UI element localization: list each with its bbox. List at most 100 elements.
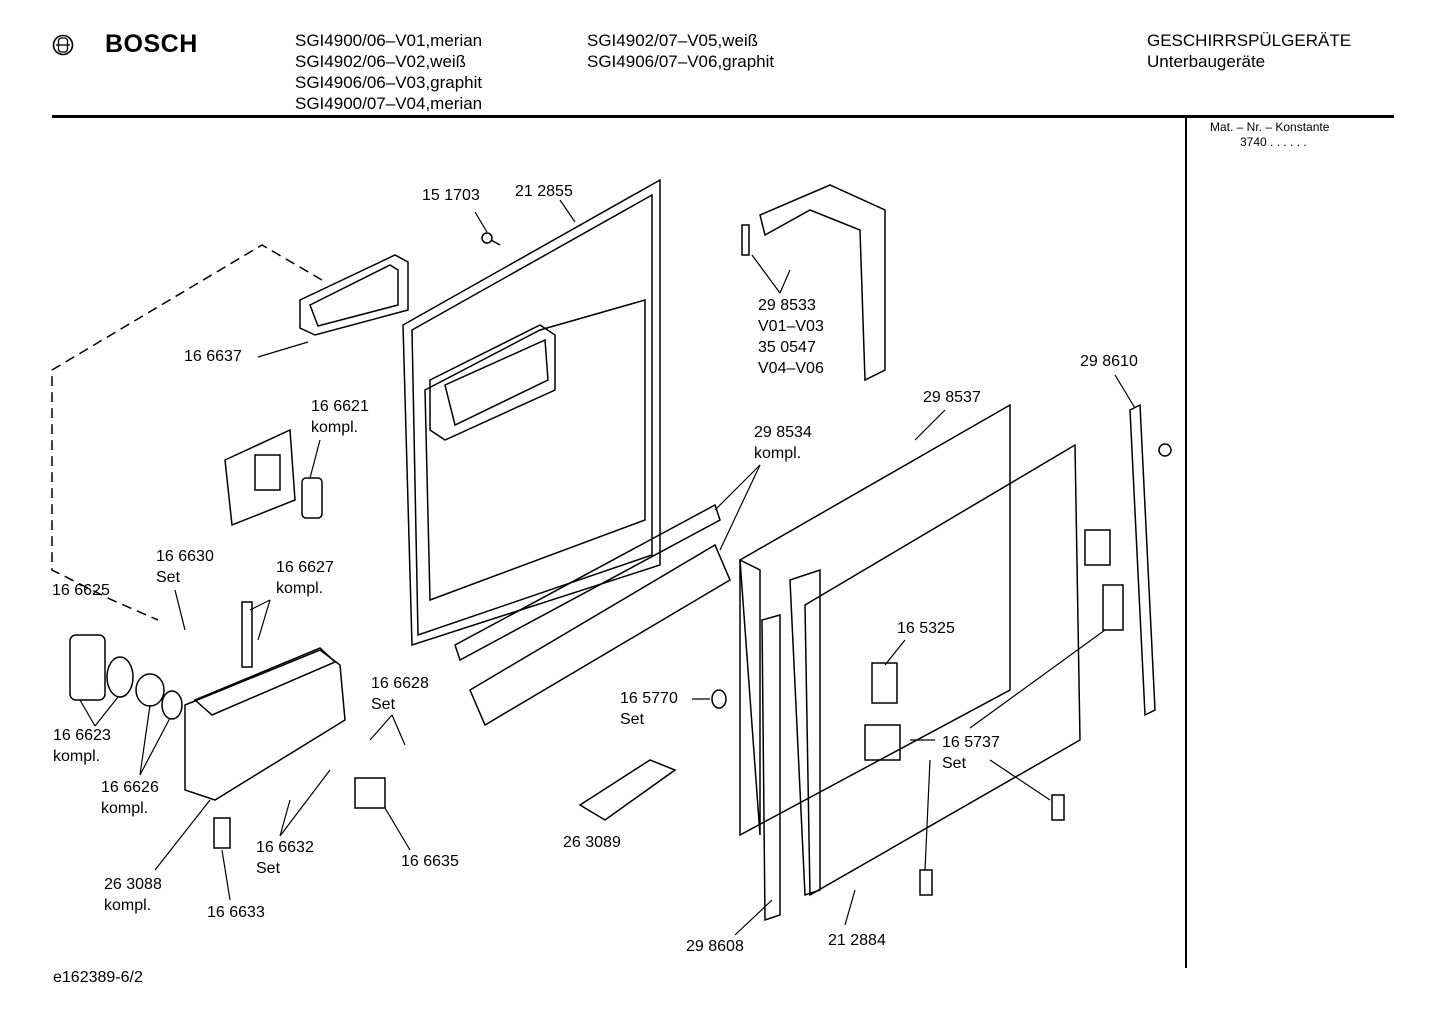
- note: kompl.: [754, 445, 802, 462]
- part-number: 29 8533: [758, 297, 816, 314]
- callout-166621: 16 6621 kompl.: [311, 396, 369, 438]
- callout-166633: 16 6633: [207, 902, 265, 923]
- header-divider: [52, 115, 1394, 118]
- control-module: [184, 649, 346, 801]
- callout-212884: 21 2884: [828, 930, 886, 951]
- variant: V01–V03: [758, 318, 824, 335]
- callout-298610: 29 8610: [1080, 351, 1138, 372]
- model-list-1: SGI4900/06–V01,merian SGI4902/06–V02,wei…: [295, 30, 482, 114]
- side-divider: [1185, 118, 1187, 968]
- part-number: 16 6625: [52, 582, 110, 599]
- cover-strip: [469, 543, 731, 727]
- part-number: 16 6637: [184, 348, 242, 365]
- callout-166627: 16 6627 kompl.: [276, 557, 334, 599]
- bosch-logo-icon: [52, 34, 74, 56]
- callout-298537: 29 8537: [923, 387, 981, 408]
- callout-151703: 15 1703: [422, 185, 480, 206]
- part-number: 35 0547: [758, 339, 816, 356]
- note: kompl.: [276, 580, 324, 597]
- hook-part: [1051, 794, 1065, 821]
- button-part: [711, 689, 727, 709]
- callout-166637: 16 6637: [184, 346, 242, 367]
- model: SGI4906/06–V03,graphit: [295, 73, 483, 92]
- part-number: 16 5770: [620, 690, 678, 707]
- lock-part: [864, 724, 901, 761]
- trim-strip: [454, 503, 721, 662]
- knob-housing: [69, 634, 106, 701]
- part-number: 21 2855: [515, 183, 573, 200]
- door-frame: [804, 443, 1081, 897]
- note: Set: [256, 860, 281, 877]
- model-list-2: SGI4902/07–V05,weiß SGI4906/07–V06,graph…: [587, 30, 774, 72]
- part-number: 16 5325: [897, 620, 955, 637]
- pin-part: [241, 601, 253, 668]
- side-strip-right: [1129, 403, 1156, 717]
- screw-part: [481, 232, 501, 246]
- assembly-dashed-line: [51, 244, 323, 621]
- part-number: 16 6626: [101, 779, 159, 796]
- callout-263089: 26 3089: [563, 832, 621, 853]
- bushing-part: [135, 673, 165, 707]
- callout-166623: 16 6623 kompl.: [53, 725, 111, 767]
- note: kompl.: [53, 748, 101, 765]
- clip-part: [1158, 443, 1172, 457]
- seal-part: [301, 477, 323, 519]
- callout-165325: 16 5325: [897, 618, 955, 639]
- note: kompl.: [101, 800, 149, 817]
- part-number: 26 3088: [104, 876, 162, 893]
- note: Set: [942, 755, 967, 772]
- part-number: 16 6623: [53, 727, 111, 744]
- latch-part: [871, 662, 898, 704]
- leader-lines: [79, 199, 1136, 936]
- callout-166635: 16 6635: [401, 851, 459, 872]
- hook-part: [919, 869, 933, 896]
- oring-part: [161, 690, 183, 720]
- note: Set: [620, 711, 645, 728]
- inner-door-panel: [402, 178, 661, 647]
- holder-part: [224, 428, 296, 527]
- part-number: 16 6627: [276, 559, 334, 576]
- category-block: GESCHIRRSPÜLGERÄTE Unterbaugeräte: [1147, 30, 1351, 72]
- clip-part-small: [213, 817, 231, 849]
- category: GESCHIRRSPÜLGERÄTE: [1147, 31, 1352, 50]
- note: Set: [371, 696, 396, 713]
- part-number: 29 8608: [686, 938, 744, 955]
- part-number: 16 6630: [156, 548, 214, 565]
- display-frame: [299, 254, 409, 336]
- note: Set: [156, 569, 181, 586]
- part-number: 16 6628: [371, 675, 429, 692]
- callout-166626: 16 6626 kompl.: [101, 777, 159, 819]
- front-panel: [739, 403, 1011, 837]
- variant: V04–V06: [758, 360, 824, 377]
- subcategory: Unterbaugeräte: [1147, 52, 1266, 71]
- part-number: 29 8537: [923, 389, 981, 406]
- callout-298608: 29 8608: [686, 936, 744, 957]
- switch-part: [354, 777, 386, 809]
- note: kompl.: [104, 897, 152, 914]
- model: SGI4900/06–V01,merian: [295, 31, 483, 50]
- callout-263088: 26 3088 kompl.: [104, 874, 162, 916]
- model: SGI4900/07–V04,merian: [295, 94, 483, 113]
- brand-name: BOSCH: [105, 30, 198, 58]
- model: SGI4902/06–V02,weiß: [295, 52, 467, 71]
- part-number: 16 5737: [942, 734, 1000, 751]
- hinge-part: [1102, 584, 1124, 631]
- part-number: 16 6632: [256, 839, 314, 856]
- model: SGI4906/07–V06,graphit: [587, 52, 775, 71]
- material-constant: Mat. – Nr. – Konstante 3740 . . . . . .: [1210, 120, 1329, 150]
- material-label: Mat. – Nr. – Konstante: [1210, 120, 1330, 134]
- material-value: 3740 . . . . . .: [1240, 135, 1307, 149]
- part-number: 16 6635: [401, 853, 459, 870]
- drawing-id: e162389-6/2: [53, 969, 143, 986]
- part-number: 26 3089: [563, 834, 621, 851]
- note: kompl.: [311, 419, 359, 436]
- part-number: 29 8610: [1080, 353, 1138, 370]
- callout-212855: 21 2855: [515, 181, 573, 202]
- part-number: 16 6621: [311, 398, 369, 415]
